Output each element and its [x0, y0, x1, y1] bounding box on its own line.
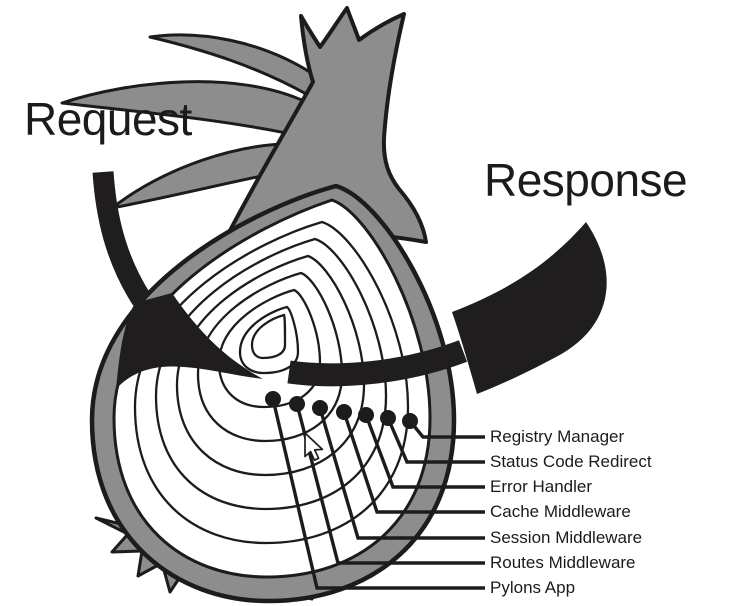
layer-label-cache-middleware: Cache Middleware: [490, 502, 631, 521]
layer-label-routes-middleware: Routes Middleware: [490, 553, 636, 572]
leader-line-error-handler: [364, 414, 485, 489]
onion-ring: [238, 305, 300, 375]
response-arrow: [287, 222, 607, 394]
mouse-cursor-icon: [304, 432, 324, 462]
layer-dots: [265, 391, 418, 429]
layer-label-session-middleware: Session Middleware: [490, 528, 643, 547]
layer-dot-routes-middleware: [289, 396, 305, 412]
request-arrow-head: [116, 293, 263, 389]
response-arrow-tail: [287, 340, 468, 387]
leader-line-pylons-app: [271, 398, 485, 590]
request-arrow-tail: [92, 171, 151, 306]
onion-ring: [154, 237, 388, 511]
onion-rings: [133, 220, 410, 545]
leader-line-cache-middleware: [342, 411, 485, 514]
layer-dot-status-code-redirect: [380, 410, 396, 426]
layer-dot-registry-manager: [402, 413, 418, 429]
leader-line-session-middleware: [318, 407, 485, 540]
leader-line-status-code-redirect: [386, 417, 485, 464]
layer-dot-session-middleware: [312, 400, 328, 416]
request-label: Request: [24, 93, 192, 145]
response-arrow-head: [452, 222, 607, 394]
layer-label-registry-manager: Registry Manager: [490, 427, 625, 446]
request-arrow: [92, 171, 263, 389]
layer-label-error-handler: Error Handler: [490, 477, 593, 496]
layer-dot-error-handler: [358, 407, 374, 423]
layer-dot-pylons-app: [265, 391, 281, 407]
onion-ring: [217, 288, 322, 409]
layer-label-pylons-app: Pylons App: [490, 578, 576, 597]
onion-ring-core: [250, 313, 287, 360]
onion-ring: [133, 220, 410, 545]
onion-neck: [222, 6, 428, 244]
layer-dot-cache-middleware: [336, 404, 352, 420]
leader-line-routes-middleware: [295, 403, 485, 565]
layer-label-status-code-redirect: Status Code Redirect: [490, 452, 652, 471]
response-label: Response: [484, 154, 688, 206]
leader-lines: [271, 398, 485, 590]
